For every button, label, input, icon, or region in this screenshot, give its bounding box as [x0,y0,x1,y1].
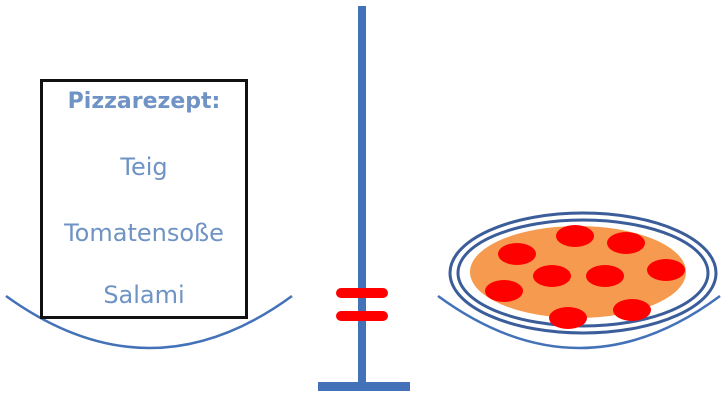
salami-slice [586,265,624,287]
left-scale-pan [5,294,293,350]
recipe-card [40,79,248,319]
scale-base [318,382,410,391]
equals-sign-icon [336,288,388,321]
ingredient-tomato-sauce: Tomatensoße [64,219,224,247]
pizza-icon [448,211,718,335]
recipe-title: Pizzarezept: [67,89,221,114]
salami-slice [613,299,651,321]
salami-slice [556,225,594,247]
salami-slice [607,232,645,254]
salami-slice [647,259,685,281]
ingredient-salami: Salami [103,281,185,309]
plate-inner [456,218,710,328]
salami-slice [533,265,571,287]
salami-slice [549,307,587,329]
scale-pole [358,6,366,386]
ingredient-dough: Teig [120,153,168,181]
right-scale-pan [437,294,721,350]
salami-slice [498,243,536,265]
salami-slice [485,280,523,302]
